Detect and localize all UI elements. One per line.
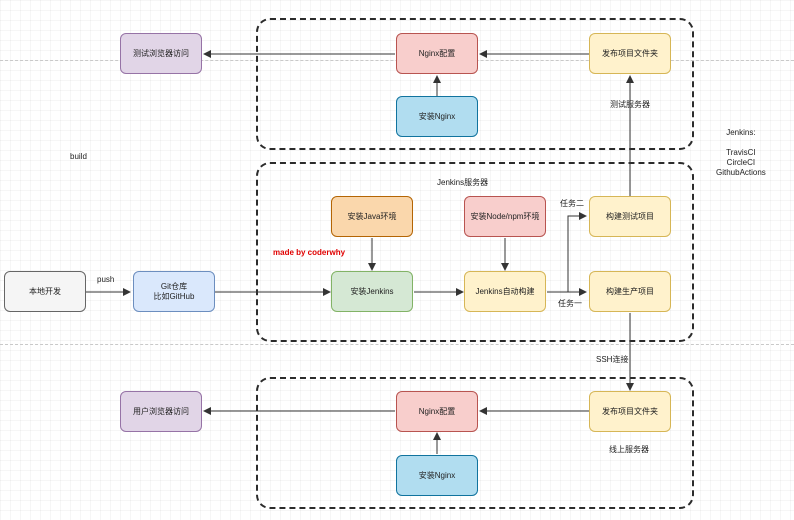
test-server-group[interactable] xyxy=(256,18,694,150)
test-browser-node[interactable]: 测试浏览器访问 xyxy=(120,33,202,74)
git-repo-node[interactable]: Git仓库 比如GitHub xyxy=(133,271,215,312)
install-node-npm-node[interactable]: 安装Node/npm环境 xyxy=(464,196,546,237)
local-dev-node[interactable]: 本地开发 xyxy=(4,271,86,312)
push-label: push xyxy=(97,275,115,284)
edge-auto-build-to-build-test[interactable] xyxy=(547,212,587,293)
install-java-node[interactable]: 安装Java环境 xyxy=(331,196,413,237)
test-server-label: 测试服务器 xyxy=(610,100,650,109)
task-two-label: 任务二 xyxy=(560,199,584,208)
prod-server-group[interactable] xyxy=(256,377,694,509)
prod-publish-folder-node[interactable]: 发布项目文件夹 xyxy=(589,391,671,432)
user-browser-node[interactable]: 用户浏览器访问 xyxy=(120,391,202,432)
jenkins-auto-build-node[interactable]: Jenkins自动构建 xyxy=(464,271,546,312)
prod-server-label: 线上服务器 xyxy=(609,445,649,454)
prod-nginx-config-node[interactable]: Nginx配置 xyxy=(396,391,478,432)
install-jenkins-node[interactable]: 安装Jenkins xyxy=(331,271,413,312)
jenkins-server-label: Jenkins服务器 xyxy=(437,178,489,187)
test-nginx-config-node[interactable]: Nginx配置 xyxy=(396,33,478,74)
prod-install-nginx-node[interactable]: 安装Nginx xyxy=(396,455,478,496)
task-one-label: 任务一 xyxy=(558,299,582,308)
jenkins-alternatives-note: Jenkins: TravisCI CircleCI GithubActions xyxy=(716,128,766,177)
build-prod-project-node[interactable]: 构建生产项目 xyxy=(589,271,671,312)
made-by-label: made by coderwhy xyxy=(273,248,346,257)
build-test-project-node[interactable]: 构建测试项目 xyxy=(589,196,671,237)
guide-line-bottom xyxy=(0,344,794,345)
test-install-nginx-node[interactable]: 安装Nginx xyxy=(396,96,478,137)
build-label: build xyxy=(70,152,87,161)
jenkins-server-group[interactable] xyxy=(256,162,694,342)
test-publish-folder-node[interactable]: 发布项目文件夹 xyxy=(589,33,671,74)
ssh-connection-label: SSH连接 xyxy=(596,355,629,364)
